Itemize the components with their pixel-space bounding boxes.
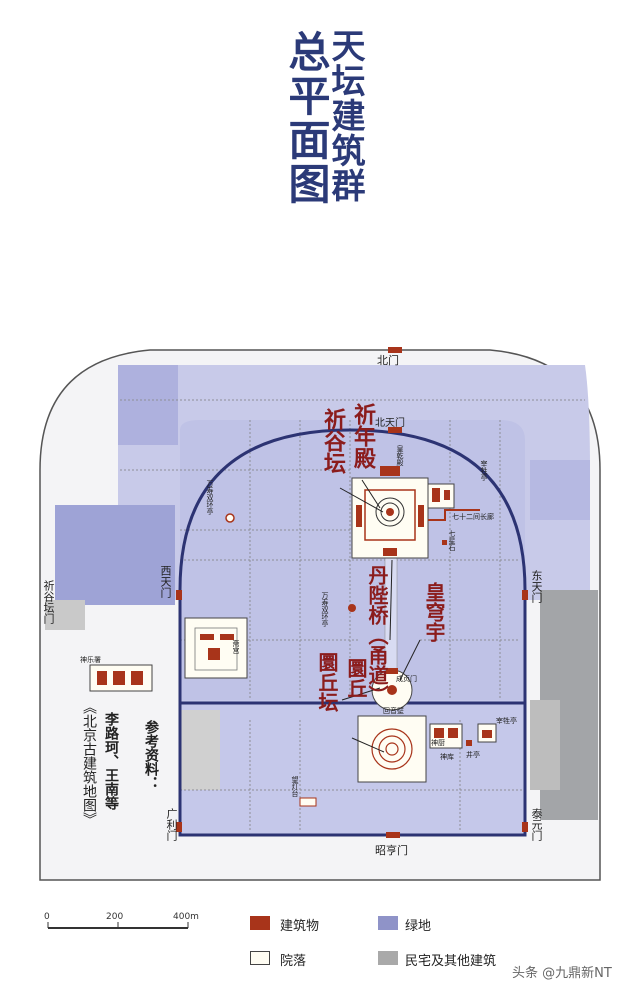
reference-authors: 李路珂、王南等 [103, 712, 119, 810]
qiniandian-core [386, 508, 394, 516]
qigu-side1 [356, 505, 362, 527]
label-jingting: 井亭 [466, 751, 480, 759]
inner-wall [178, 428, 527, 837]
zhaigong-bldg2 [220, 634, 234, 640]
label-huanqiu: 圜丘 [344, 658, 368, 698]
zaishengting2-bldg [482, 730, 492, 738]
label-wanshou2: 万寿双环亭 [321, 592, 329, 627]
label-huangqiongyu: 皇穹宇 [422, 582, 446, 642]
zaishengting-bldg2 [444, 490, 450, 500]
label-west-tianmen: 西天门 [159, 565, 172, 598]
shenyueshu-bldg3 [131, 671, 143, 685]
zaishengting-bldg [432, 488, 440, 502]
label-shenyueshu: 神乐署 [80, 656, 101, 664]
label-zhaigong: 斋宫 [232, 640, 240, 654]
north-tianmen-mark [388, 427, 402, 433]
label-chengzhen-gate: 成贞门 [396, 675, 417, 683]
qiniandian-ring1 [375, 497, 405, 527]
green-area-east [530, 460, 590, 520]
label-taiyuan-gate: 泰元门 [530, 808, 543, 841]
huanqiu-ring3 [385, 742, 399, 756]
north-gate-mark [388, 347, 402, 353]
reference-heading: 参考资料： [143, 720, 159, 790]
label-changlang: 七十二间长廊 [452, 513, 494, 521]
scale-bar [47, 922, 189, 929]
label-north-tianmen: 北天门 [375, 418, 405, 429]
page-title: 总平面图 [282, 30, 331, 206]
shenyueshu-bldg2 [113, 671, 125, 685]
label-shenchu: 神厨 [431, 739, 445, 747]
callout-lines [339, 479, 421, 753]
path-grid [120, 399, 585, 830]
west-tianmen-mark [176, 590, 182, 600]
chengzhen-gate [386, 668, 398, 674]
wanshou-pavilion2 [348, 604, 356, 612]
shenku-bldg2 [448, 728, 458, 738]
legend-swatch-residential [378, 951, 398, 965]
zhaoheng-gate-mark [386, 832, 400, 838]
label-shenku: 神库 [440, 753, 454, 761]
label-zhaoheng-gate: 昭亨门 [375, 844, 408, 857]
qiniandian-ring2 [380, 502, 400, 522]
watermark-text: 头条 @九鼎新NT [512, 966, 612, 981]
reference-book: 《北京古建筑地图》 [81, 700, 97, 826]
zaishengting-yard [427, 483, 455, 509]
label-qigutan: 祈谷坛 [320, 408, 345, 474]
zhaigong-bldg3 [208, 648, 220, 660]
huanqiu-ring1 [371, 728, 413, 770]
legend-swatch-building [250, 916, 270, 930]
label-wanshou1: 万寿双环亭 [206, 480, 214, 515]
page-subtitle: 天坛建筑群 [325, 28, 365, 203]
label-guangli-gate: 广利门 [165, 808, 178, 841]
label-huiyinbi: 回音壁 [383, 707, 404, 715]
legend-swatch-courtyard [250, 951, 270, 965]
label-huanqiutan: 圜丘坛 [315, 652, 339, 712]
huanqiu-outer [357, 715, 427, 783]
green-area-south [180, 700, 525, 835]
legend-label-green: 绿地 [405, 919, 432, 934]
jingting-mark [466, 740, 472, 746]
qixingshi-mark [442, 540, 447, 545]
shenyueshu-bldg1 [97, 671, 107, 685]
wangdengtai-mark [299, 797, 317, 807]
label-zaishengting2: 宰牲亭 [496, 717, 517, 725]
label-qixingshi: 七星石 [448, 530, 456, 551]
shenku-bldg [434, 728, 444, 738]
label-east-tianmen: 东天门 [530, 570, 543, 603]
wanshou-pavilion1 [225, 513, 235, 523]
huangqiongyu-core [387, 685, 397, 695]
label-north-gate: 北门 [377, 354, 399, 367]
residential-sw [180, 710, 220, 790]
green-area-west [55, 505, 175, 605]
huangqiandian-bldg [380, 466, 400, 476]
qigu-gate-bldg [383, 548, 397, 556]
residential-east2 [530, 700, 560, 790]
label-wangdengtai: 望灯台 [291, 776, 299, 797]
legend-label-courtyard: 院落 [280, 954, 307, 969]
residential-west [45, 600, 85, 630]
legend-swatch-green [378, 916, 398, 930]
huanqiu-ring2 [378, 735, 406, 763]
scale-label-200: 200 [106, 912, 124, 922]
green-area-northwest [118, 365, 178, 445]
east-tianmen-mark [522, 590, 528, 600]
label-zaishengting: 宰牲亭 [480, 460, 488, 481]
qigu-side2 [418, 505, 424, 527]
label-huangqiandian: 皇乾殿 [396, 445, 404, 466]
scale-label-400: 400m [173, 912, 199, 922]
zhaigong-bldg1 [200, 634, 214, 640]
taiyuan-gate-mark [522, 822, 528, 832]
scale-label-0: 0 [44, 912, 50, 922]
long-corridor [428, 509, 480, 521]
legend-label-residential: 民宅及其他建筑 [405, 954, 497, 969]
guangli-gate-mark [176, 822, 182, 832]
label-qiniandian: 祈年殿 [350, 403, 375, 469]
legend-label-building: 建筑物 [280, 919, 320, 934]
label-qigu-gate: 祈谷坛门 [42, 580, 55, 624]
label-danbiqiao: 丹陛桥（甬道） [365, 565, 389, 705]
